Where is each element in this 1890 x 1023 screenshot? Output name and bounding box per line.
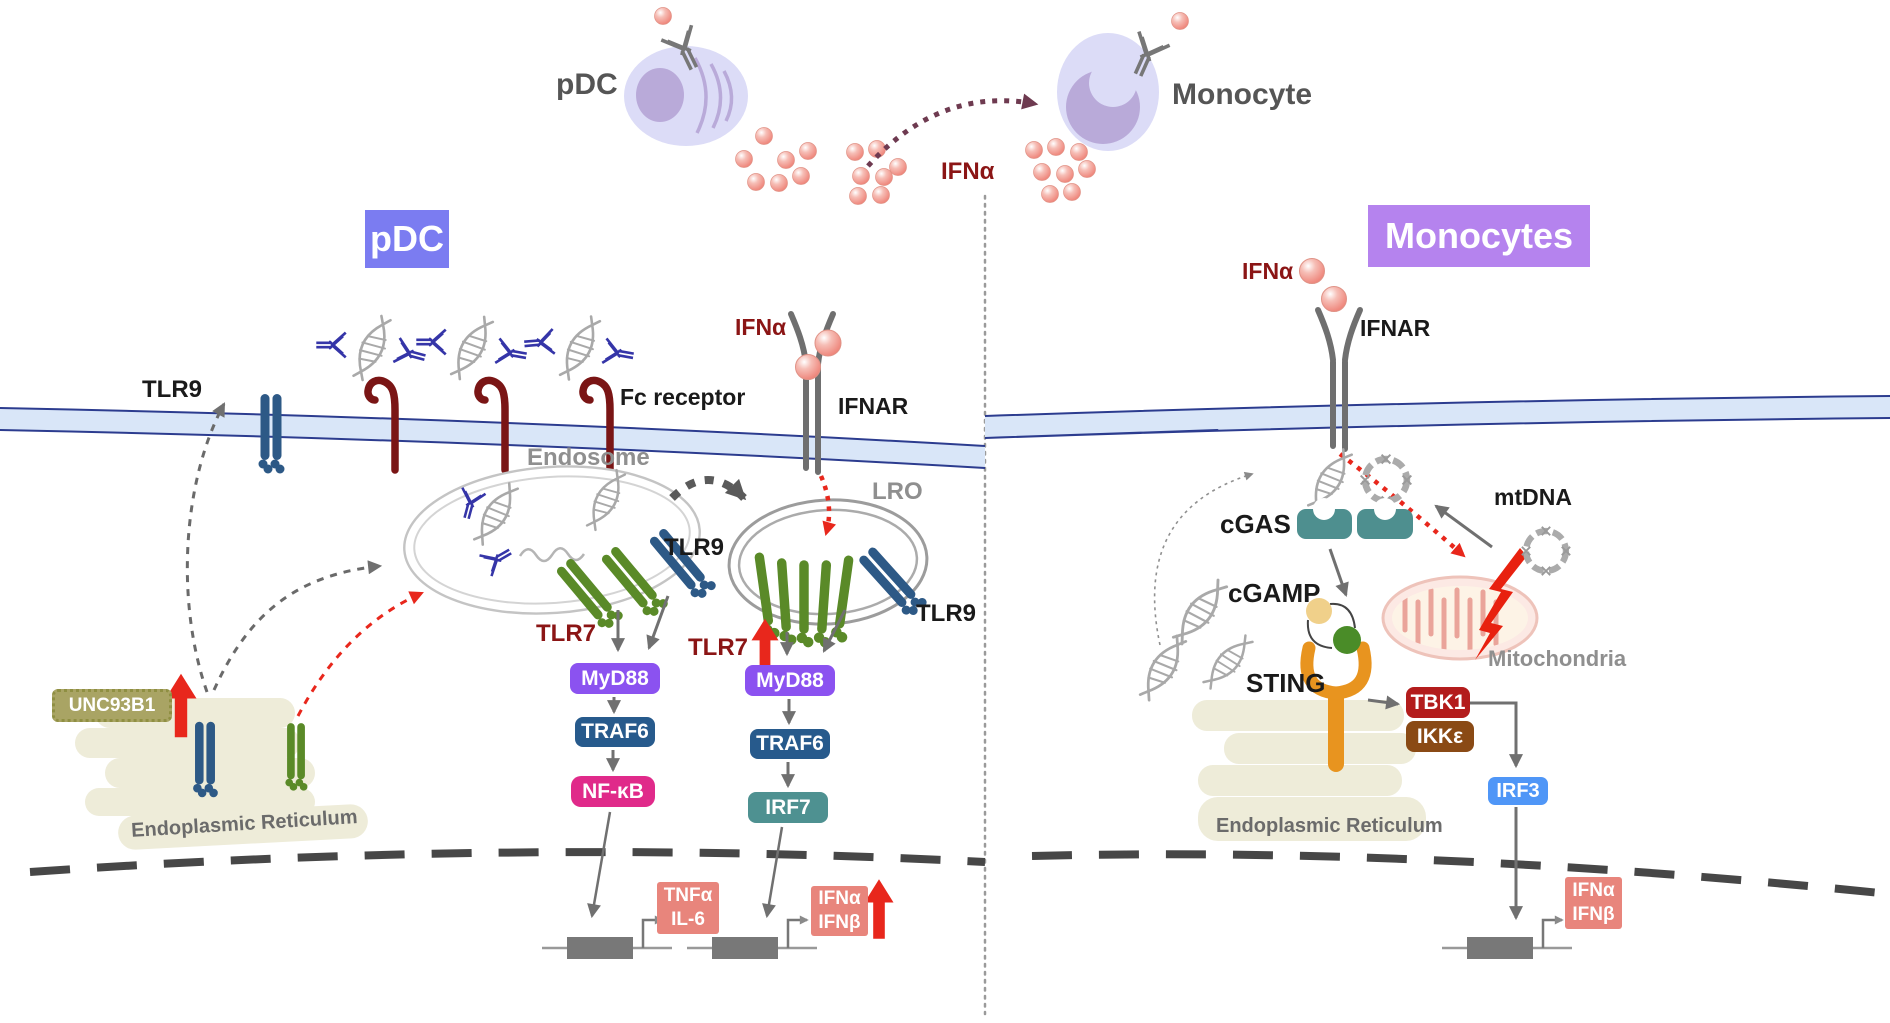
ifn-alpha-particles bbox=[735, 127, 1096, 205]
mtdna-circle bbox=[1522, 527, 1570, 575]
panel-title-monocytes: Monocytes bbox=[1368, 205, 1590, 267]
tlr7-endosome-label: TLR7 bbox=[536, 620, 596, 647]
cgas-enzyme bbox=[1297, 444, 1413, 539]
ifnb-label: IFNβ bbox=[818, 912, 861, 933]
ifn-alpha-right-label: IFNα bbox=[1242, 258, 1294, 284]
pdc-cell bbox=[624, 7, 748, 146]
traf6-box-1: TRAF6 bbox=[575, 717, 655, 747]
er-to-membrane-traffic-arrow bbox=[185, 402, 226, 693]
ifn-particle-icon bbox=[1321, 286, 1347, 312]
nuclear-membrane-right bbox=[1031, 850, 1890, 898]
signal-arrows-left bbox=[587, 595, 847, 919]
endosome-contents bbox=[453, 466, 633, 578]
ifnar-left-label: IFNAR bbox=[838, 393, 909, 419]
cell-membrane-right bbox=[984, 395, 1890, 439]
mtdna-label: mtDNA bbox=[1494, 484, 1572, 510]
ifn-alpha-left-label: IFNα bbox=[735, 314, 787, 340]
er-right bbox=[1192, 700, 1426, 841]
tlr7-lro-label: TLR7 bbox=[688, 634, 748, 661]
cgas-to-sting-arrow bbox=[1328, 548, 1349, 597]
lro-label: LRO bbox=[872, 478, 923, 505]
ifnar-receptor-right bbox=[1315, 307, 1363, 452]
ifna-label: IFNα bbox=[818, 888, 861, 910]
irf3-box: IRF3 bbox=[1488, 777, 1548, 805]
immune-complex-1 bbox=[314, 312, 430, 385]
endosome-to-lro-arrow bbox=[669, 476, 747, 501]
ifnar-to-lro-arrow bbox=[818, 475, 836, 537]
gene-unit-ifn-right bbox=[1442, 920, 1572, 959]
ifn-particle-icon bbox=[654, 7, 672, 25]
ifnar-to-mitochondria-arrow bbox=[1338, 452, 1466, 558]
ifn-alpha-secreted-label: IFNα bbox=[941, 158, 995, 185]
up-arrow-icon bbox=[864, 879, 894, 939]
ifnb-label: IFNβ bbox=[1572, 904, 1615, 925]
tnf-label: TNFα bbox=[663, 885, 713, 907]
myd88-box-1: MyD88 bbox=[570, 663, 660, 694]
ifnar-right-label: IFNAR bbox=[1360, 315, 1431, 341]
monocyte-cell bbox=[1057, 12, 1189, 151]
nfkb-box: NF-κB bbox=[571, 776, 655, 807]
mtdna-release-arrow bbox=[1434, 504, 1493, 549]
sting-label: STING bbox=[1246, 668, 1326, 698]
unc93b1-badge: UNC93B1 bbox=[52, 689, 172, 722]
endosome-label: Endosome bbox=[527, 444, 650, 471]
er-tlr7-traffic-arrow bbox=[296, 591, 424, 717]
pdc-cell-label: pDC bbox=[556, 68, 618, 101]
tlr9-endosome-label: TLR9 bbox=[664, 534, 724, 561]
ifn-particle-icon bbox=[1171, 12, 1189, 30]
fc-receptor-label: Fc receptor bbox=[620, 384, 746, 410]
il6-label: IL-6 bbox=[671, 909, 705, 930]
ifn-badge-right: IFNα IFNβ bbox=[1565, 877, 1622, 929]
cgamp-molecule bbox=[1306, 598, 1361, 654]
immune-complex-3 bbox=[521, 312, 637, 385]
ifn-badge-left: IFNα IFNβ bbox=[811, 886, 868, 936]
lightning-icon bbox=[1475, 548, 1527, 660]
mitochondria-label: Mitochondria bbox=[1488, 646, 1627, 671]
sting-protein bbox=[1300, 598, 1372, 772]
myd88-box-2: MyD88 bbox=[745, 665, 835, 696]
tbk1-box: TBK1 bbox=[1406, 687, 1470, 718]
traf6-box-2: TRAF6 bbox=[750, 729, 830, 759]
cgamp-label: cGAMP bbox=[1228, 578, 1321, 608]
tnf-il6-badge: TNFα IL-6 bbox=[657, 882, 719, 934]
panel-title-pdc: pDC bbox=[365, 210, 449, 268]
gene-unit-tnf bbox=[542, 920, 672, 959]
ifn-particle-icon bbox=[1299, 258, 1325, 284]
ifn-particle-icon bbox=[814, 329, 842, 357]
er-to-endosome-traffic-arrow bbox=[212, 560, 383, 691]
cgas-label: cGAS bbox=[1220, 509, 1291, 539]
irf7-box: IRF7 bbox=[748, 792, 828, 823]
ifn-particle-icon bbox=[795, 354, 821, 380]
monocyte-cell-label: Monocyte bbox=[1172, 78, 1313, 111]
ifna-label: IFNα bbox=[1572, 880, 1615, 902]
tlr9-lro-label: TLR9 bbox=[916, 600, 976, 627]
cell-membrane-left bbox=[0, 407, 986, 469]
nuclear-membrane-left bbox=[29, 848, 986, 876]
ikk-epsilon-box: IKKε bbox=[1406, 721, 1474, 752]
tlr9-membrane-label: TLR9 bbox=[142, 376, 202, 403]
secretion-arrow bbox=[866, 93, 1039, 168]
immune-complex-2 bbox=[414, 312, 530, 384]
signal-arrows-right bbox=[1367, 695, 1523, 921]
er-right-label: Endoplasmic Reticulum bbox=[1216, 815, 1443, 837]
